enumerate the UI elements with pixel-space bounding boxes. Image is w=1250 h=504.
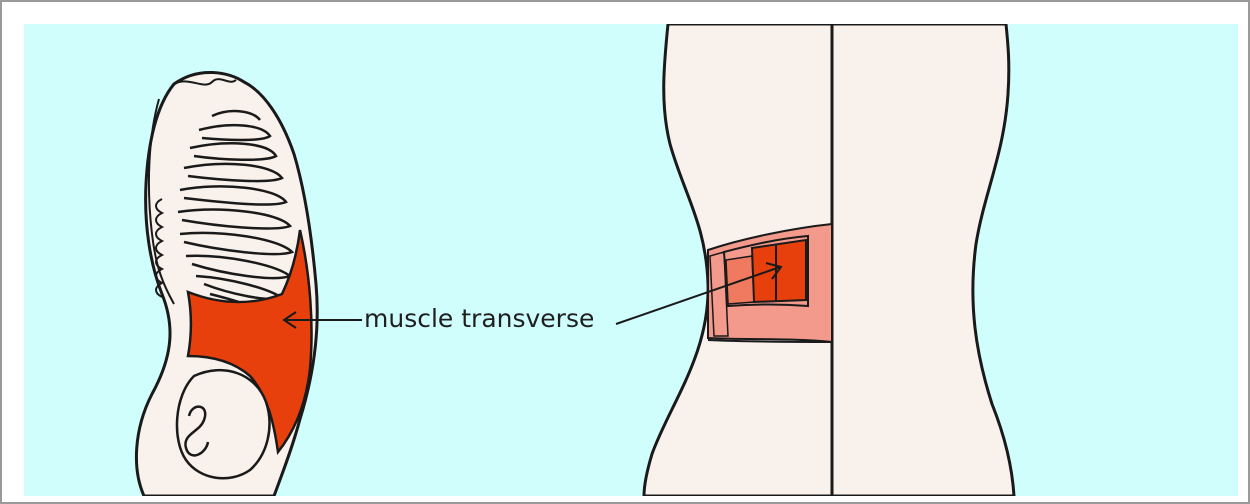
back-view-torso (644, 24, 1014, 496)
anatomy-illustration: muscle transverse (24, 24, 1238, 496)
side-view-torso (136, 72, 317, 496)
illustration-canvas: muscle transverse (24, 24, 1238, 496)
hip-outline (177, 370, 270, 478)
muscle-label: muscle transverse (364, 304, 594, 333)
